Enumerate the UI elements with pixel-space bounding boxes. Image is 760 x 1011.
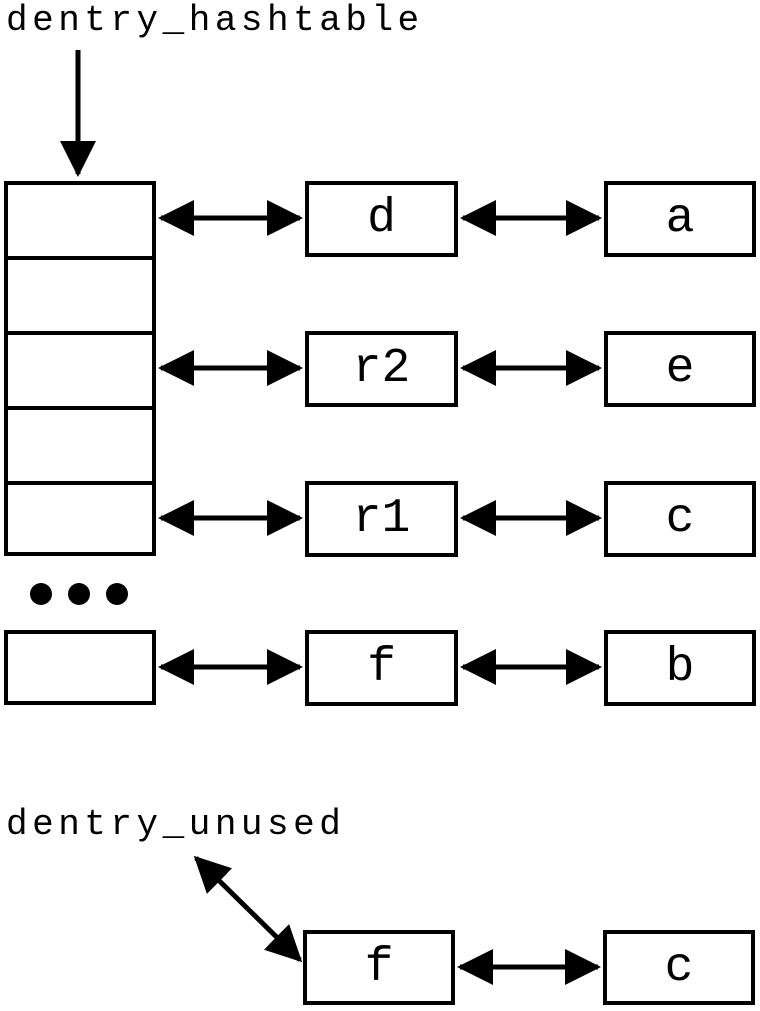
node-label: b [665, 641, 695, 695]
bucket-divider [8, 256, 152, 260]
node-label: d [367, 192, 396, 246]
hashtable-label: dentry_hashtable [6, 0, 424, 41]
unused-node-f: f [303, 930, 455, 1005]
hashtable-bucket-detached [4, 630, 156, 705]
dentry-node-r1: r1 [305, 481, 458, 557]
link-arrow-unused-f [193, 855, 303, 963]
dentry-node-b: b [604, 630, 756, 706]
node-label: c [664, 940, 694, 995]
unused-node-c: c [603, 930, 755, 1005]
node-label: e [665, 342, 695, 396]
bucket-divider [8, 406, 152, 410]
hashtable-bucket-column [4, 181, 156, 556]
dentry-node-r2: r2 [305, 331, 458, 407]
dentry-node-a: a [604, 181, 756, 257]
dentry-node-c: c [604, 481, 756, 557]
node-label: r2 [352, 342, 411, 396]
ellipsis-dots [30, 583, 128, 605]
dentry-node-d: d [305, 181, 458, 257]
node-label: f [364, 940, 394, 995]
node-label: r1 [352, 492, 411, 546]
node-label: f [367, 641, 396, 695]
dentry-node-f: f [305, 630, 458, 706]
unused-label: dentry_unused [6, 804, 346, 845]
node-label: a [665, 192, 695, 246]
bucket-divider [8, 331, 152, 335]
bucket-divider [8, 481, 152, 485]
dentry-node-e: e [604, 331, 756, 407]
node-label: c [665, 492, 695, 546]
